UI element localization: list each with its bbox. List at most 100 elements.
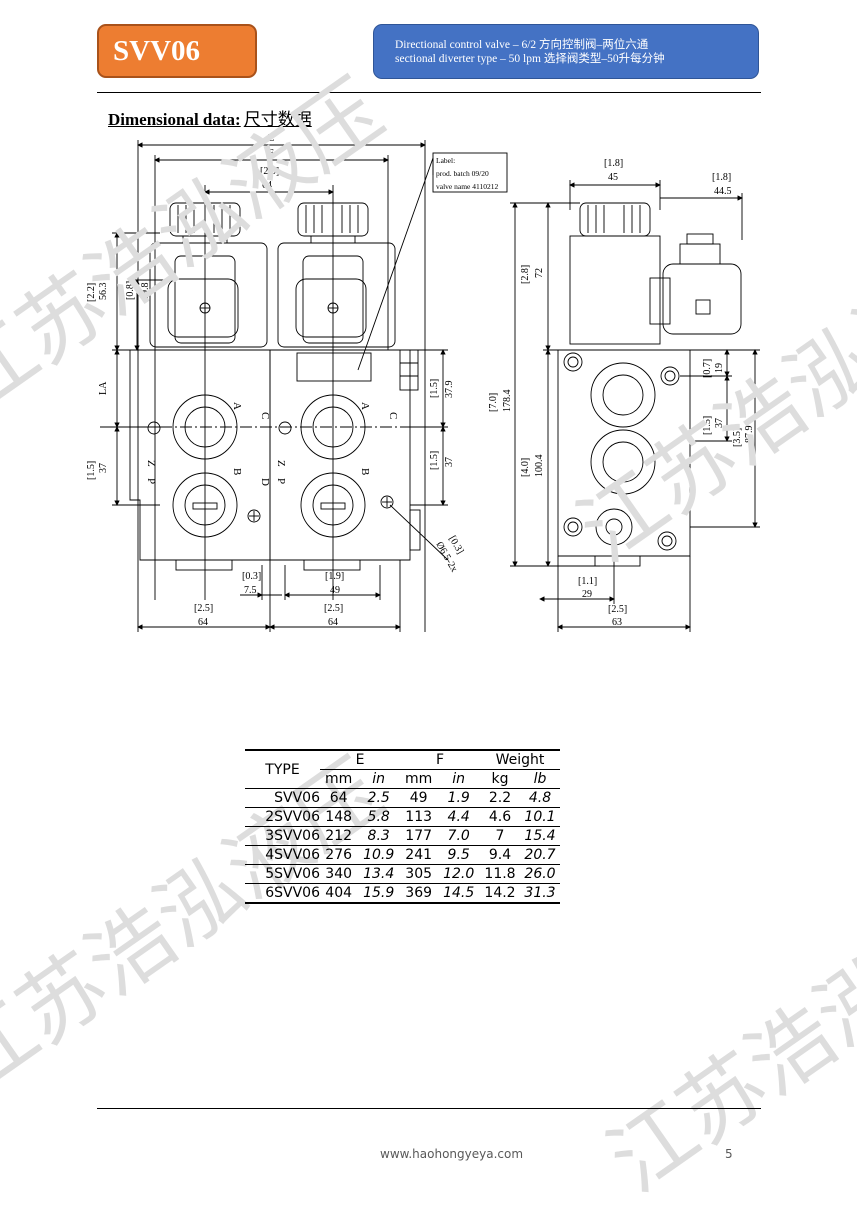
table-row: 5SVV06 340 13.4 305 12.0 11.8 26.0 [245, 865, 560, 884]
row-e-in: 15.9 [363, 885, 395, 901]
side-coil-in: [2.8] [520, 265, 531, 284]
row-type: SVV06 [274, 790, 320, 806]
page-number: 5 [725, 1147, 733, 1161]
unit-lb: lb [533, 771, 547, 787]
side-top-left-mm: 45 [608, 172, 618, 183]
unit-e-mm: mm [325, 771, 353, 787]
side-r-mid-in: [1.5] [702, 416, 713, 435]
description-line-2: sectional diverter type – 50 lpm 选择阀类型–5… [395, 53, 665, 65]
row-type: 3SVV06 [265, 828, 320, 844]
unit-f-mm: mm [405, 771, 433, 787]
row-type: 6SVV06 [265, 885, 320, 901]
row-lb: 15.4 [524, 828, 556, 844]
dim-right-upper-mm: 37.9 [444, 381, 455, 399]
dim-left-in: [1.5] [86, 461, 97, 480]
table-row: 3SVV06 212 8.3 177 7.0 7 15.4 [245, 827, 560, 846]
port-a-2: A [359, 402, 371, 410]
side-top-right-in: [1.8] [712, 172, 731, 183]
footer-rule [97, 1108, 761, 1109]
row-type: 5SVV06 [265, 866, 320, 882]
row-f-in: 7.0 [447, 828, 470, 844]
row-f-mm: 177 [405, 828, 433, 844]
side-height-in: [7.0] [488, 393, 499, 412]
dim-bottom-small-mm: 7.5 [244, 585, 257, 596]
dim-bottom-left-mm: 64 [198, 617, 208, 628]
watermark: 江苏浩泓液压 [591, 841, 857, 1211]
side-bottom-small-in: [1.1] [578, 576, 597, 587]
side-bottom-in: [2.5] [608, 604, 627, 615]
dim-la: LA [98, 381, 109, 395]
port-z-1: Z [145, 460, 157, 467]
header-weight: Weight [480, 750, 560, 770]
section-title-cn: 尺寸数据 [243, 110, 312, 129]
header-type: TYPE [265, 761, 300, 778]
unit-kg: kg [491, 771, 509, 787]
dim-top-in: [2.5] [260, 166, 279, 177]
row-kg: 9.4 [488, 847, 512, 863]
dim-f: F [268, 148, 274, 159]
side-r-small-in: [0.7] [702, 359, 713, 378]
dim-bottom-left-in: [2.5] [194, 603, 213, 614]
row-e-mm: 404 [325, 885, 353, 901]
row-e-in: 13.4 [363, 866, 395, 882]
dim-bottom-right-in: [2.5] [324, 603, 343, 614]
row-f-mm: 369 [405, 885, 433, 901]
port-c-1: C [259, 412, 271, 419]
dim-solenoid-in: [2.2] [86, 283, 97, 302]
dim-right-lower-mm: 37 [444, 457, 455, 467]
header-rule [97, 92, 761, 93]
footer-url[interactable]: www.haohongyeya.com [380, 1147, 524, 1161]
product-code: SVV06 [113, 34, 201, 67]
port-d-1: D [259, 478, 271, 486]
side-r-mid-mm: 37 [714, 418, 725, 428]
side-height-mm: 178.4 [502, 390, 513, 413]
row-f-in: 14.5 [443, 885, 475, 901]
row-type: 4SVV06 [265, 847, 320, 863]
row-lb: 10.1 [524, 809, 556, 825]
row-kg: 14.2 [484, 885, 516, 901]
row-f-in: 4.4 [447, 809, 470, 825]
row-f-in: 12.0 [443, 866, 475, 882]
row-e-mm: 64 [329, 790, 348, 806]
side-r-small-mm: 19 [714, 363, 725, 373]
unit-f-in: in [452, 771, 466, 787]
side-r-big-mm: 87.9 [744, 426, 755, 444]
dim-bottom-right-mm: 64 [328, 617, 338, 628]
row-type: 2SVV06 [265, 809, 320, 825]
row-f-mm: 113 [405, 809, 433, 825]
row-e-mm: 212 [325, 828, 353, 844]
row-lb: 20.7 [524, 847, 556, 863]
dim-solenoid-mm: 56.3 [98, 283, 109, 301]
row-kg: 11.8 [484, 866, 516, 882]
row-e-in: 5.8 [367, 809, 390, 825]
table-row: SVV06 64 2.5 49 1.9 2.2 4.8 [245, 789, 560, 808]
row-lb: 4.8 [528, 790, 552, 806]
side-body-in: [4.0] [520, 458, 531, 477]
dim-right-lower-in: [1.5] [429, 451, 440, 470]
row-lb: 31.3 [524, 885, 556, 901]
port-p-2: P [275, 478, 287, 484]
row-f-in: 1.9 [447, 790, 470, 806]
description-line-1: Directional control valve – 6/2 方向控制阀–两位… [395, 39, 649, 51]
dim-bottom-small-in: [0.3] [242, 571, 261, 582]
side-body-mm: 100.4 [534, 455, 545, 478]
port-a-1: A [231, 402, 243, 410]
table-row: 2SVV06 148 5.8 113 4.4 4.6 10.1 [245, 808, 560, 827]
dim-e: E [268, 133, 274, 144]
side-bottom-small-mm: 29 [582, 589, 592, 600]
row-f-mm: 241 [405, 847, 433, 863]
side-coil-mm: 72 [534, 268, 545, 278]
side-top-left-in: [1.8] [604, 158, 623, 169]
side-bottom-mm: 63 [612, 617, 622, 628]
dim-left-mm: 37 [98, 463, 109, 473]
dimensional-drawing: E F [2.5] 64 Label: prod. batch 09/20 va… [86, 133, 760, 632]
header-f: F [400, 750, 480, 770]
row-e-in: 2.5 [367, 790, 390, 806]
product-code-badge: SVV06 [97, 24, 257, 78]
row-f-mm: 305 [405, 866, 433, 882]
table-row: 4SVV06 276 10.9 241 9.5 9.4 20.7 [245, 846, 560, 865]
dim-top-mm: 64 [262, 180, 272, 191]
row-kg: 2.2 [488, 790, 512, 806]
port-b-2: B [359, 468, 371, 475]
row-kg: 7 [495, 828, 505, 844]
